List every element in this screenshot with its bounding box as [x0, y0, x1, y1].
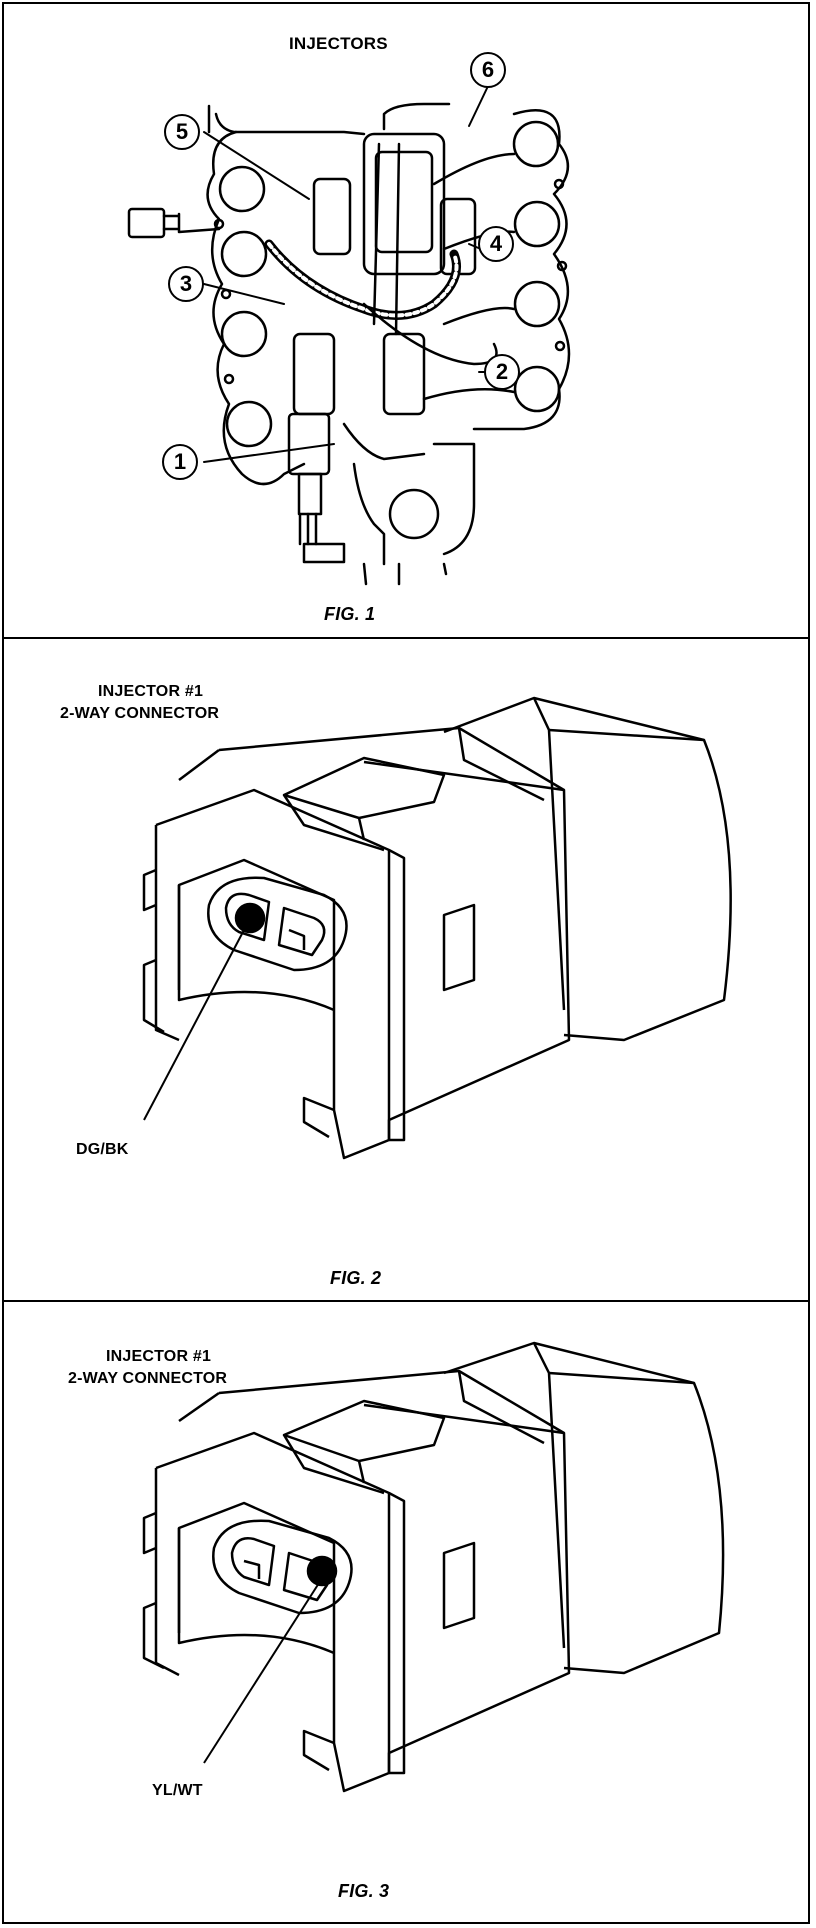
callout-4: 4	[478, 226, 514, 262]
fig3-heading-line1: INJECTOR #1	[106, 1348, 212, 1365]
fig2-wire-label: DG/BK	[76, 1141, 129, 1158]
fig1-panel: INJECTORS 1 2 3 4 5 6 FIG. 1	[4, 4, 808, 634]
fig1-caption: FIG. 1	[324, 604, 376, 624]
connector-drawing-fig2	[142, 696, 732, 1160]
fig2-panel: INJECTOR #1 2-WAY CONNECTOR DG/BK FIG. 2	[4, 640, 808, 1300]
fig3-panel: INJECTOR #1 2-WAY CONNECTOR YL/WT FIG. 3	[4, 1303, 808, 1923]
callout-6: 6	[470, 52, 506, 88]
injector-manifold-drawing	[127, 83, 571, 586]
fig2-heading-line1: INJECTOR #1	[98, 683, 204, 700]
fig1-heading: INJECTORS	[289, 34, 388, 53]
fig3-wire-label: YL/WT	[152, 1782, 203, 1799]
fig3-heading-line2: 2-WAY CONNECTOR	[68, 1370, 228, 1387]
fig3-caption: FIG. 3	[338, 1881, 390, 1901]
callout-1: 1	[162, 444, 198, 480]
callout-5: 5	[164, 114, 200, 150]
callout-3: 3	[168, 266, 204, 302]
connector-drawing-fig3	[142, 1341, 725, 1793]
divider-2	[4, 1300, 808, 1302]
divider-1	[4, 637, 808, 639]
fig2-heading-line2: 2-WAY CONNECTOR	[60, 705, 220, 722]
fig2-caption: FIG. 2	[330, 1268, 382, 1288]
callout-2: 2	[484, 354, 520, 390]
